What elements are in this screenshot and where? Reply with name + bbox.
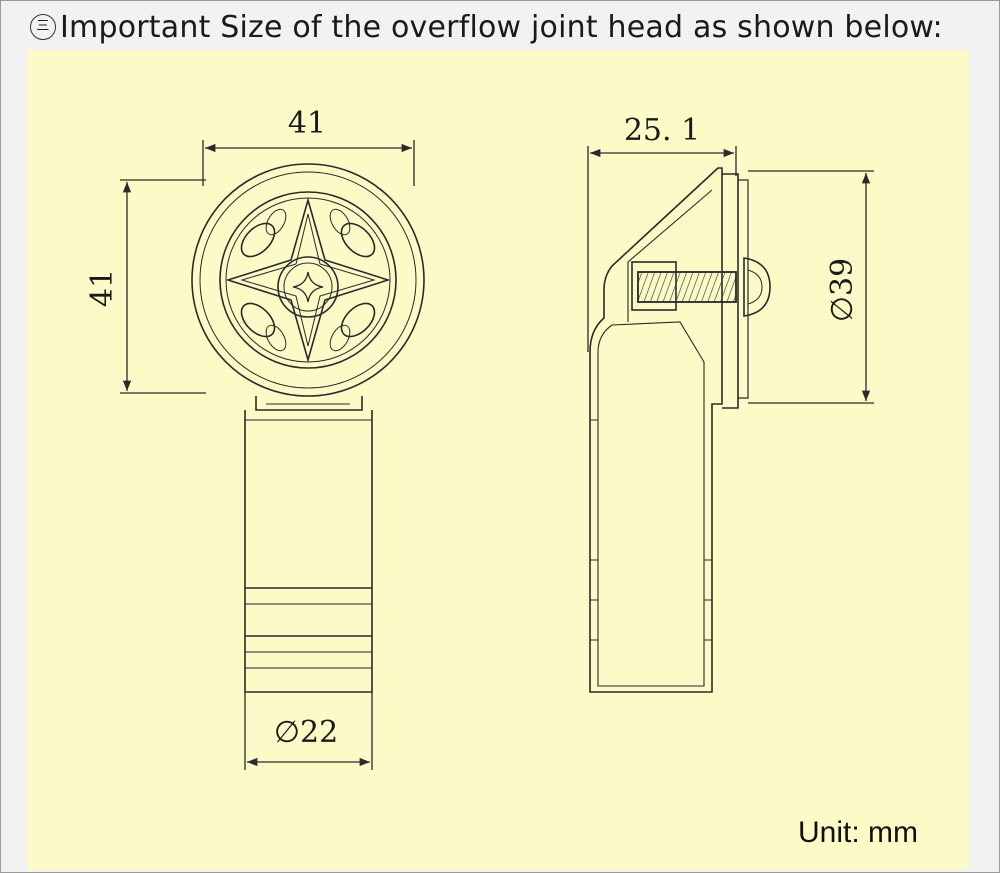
front-petal-3 <box>240 302 276 338</box>
front-petal-6 <box>329 324 351 352</box>
side-screw-thread <box>637 271 737 303</box>
side-view <box>589 167 771 693</box>
front-height-label: 41 <box>85 269 120 307</box>
front-pipe-dia-label: ∅22 <box>274 715 338 750</box>
front-width-label: 41 <box>288 106 326 141</box>
front-dimensions <box>120 140 415 770</box>
front-view <box>191 163 425 693</box>
side-screw-head-inner <box>747 269 763 305</box>
front-star-inner <box>240 213 376 347</box>
side-flange-plate <box>722 173 739 409</box>
front-neck <box>255 396 363 411</box>
front-screw-head-inner <box>283 262 333 312</box>
front-petal-5 <box>265 208 287 236</box>
front-inner-ring <box>219 191 397 369</box>
front-screw-cross-slot <box>292 271 324 303</box>
section-number-badge: 三 <box>30 14 56 40</box>
unit-label: Unit: mm <box>798 816 918 849</box>
side-inner-wall <box>597 321 705 687</box>
front-petal-7 <box>265 324 287 352</box>
front-petal-1 <box>240 222 276 258</box>
side-flange-dia-label: ∅39 <box>825 258 860 322</box>
title-bar: 三 Important Size of the overflow joint h… <box>30 8 943 46</box>
front-pipe <box>244 410 373 693</box>
side-screw-head <box>743 257 771 317</box>
page-title: Important Size of the overflow joint hea… <box>60 9 943 45</box>
front-petal-2 <box>340 222 376 258</box>
side-dimensions <box>587 146 874 404</box>
front-petal-8 <box>329 208 351 236</box>
side-body-outline <box>589 167 723 693</box>
technical-drawing-panel <box>27 50 969 870</box>
side-screw-thread-outline <box>637 271 737 303</box>
front-screw-head <box>277 256 339 318</box>
front-outer-ring <box>191 163 425 397</box>
front-star-outline <box>225 197 391 363</box>
side-depth-label: 25. 1 <box>624 113 700 148</box>
front-inner-ring-2 <box>225 197 391 363</box>
side-flange-gasket <box>738 179 749 399</box>
front-petal-4 <box>340 302 376 338</box>
front-outer-ring-inner <box>199 171 417 389</box>
side-inner-slant <box>627 189 713 322</box>
